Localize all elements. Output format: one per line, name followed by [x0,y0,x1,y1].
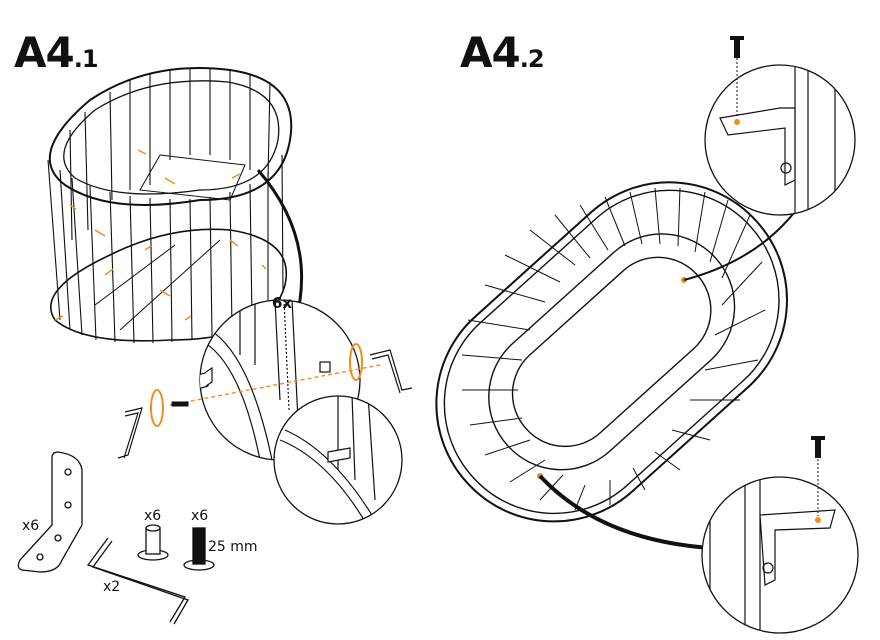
step-title-a4-1: A4.1 [14,28,99,77]
detail-circle-bracket-mounted [273,395,403,525]
bolt-length: 25 mm [208,539,258,555]
crib-frame-tilted [435,181,788,523]
step-number: A4 [460,28,521,77]
screw-top [730,36,744,58]
allen-key-right [369,349,413,394]
callout-connector-bottom [538,474,711,550]
step-title-a4-2: A4.2 [460,28,545,77]
angle-bracket-part [17,451,83,573]
step-number: A4 [14,28,75,77]
allen-key-part [86,537,189,625]
repeat-count-label: 6x [272,294,293,312]
bolt-quantity: x6 [191,508,209,524]
crib-slats-tilted [461,187,766,511]
bracket-markers [54,149,267,321]
bolt-part [183,527,215,571]
assembly-path-dashed [169,364,381,406]
allen-key-left [117,407,143,459]
rotate-arrow-left-icon [150,389,164,427]
bolt-small [171,401,189,407]
nut-quantity: x6 [144,508,162,524]
detail-circle-bottom-bracket [701,436,859,634]
screw-bottom [811,436,825,458]
crib-frame-upright [47,67,293,344]
rotate-arrow-right-icon [349,343,363,381]
detail-circle-top-bracket [704,36,856,216]
callout-connector-top [683,204,801,281]
step-sub-number: .2 [519,45,545,73]
barrel-nut-part [137,524,169,561]
step-sub-number: .1 [73,45,99,73]
bracket-quantity: x6 [22,518,40,534]
allen-key-quantity: x2 [103,579,121,595]
